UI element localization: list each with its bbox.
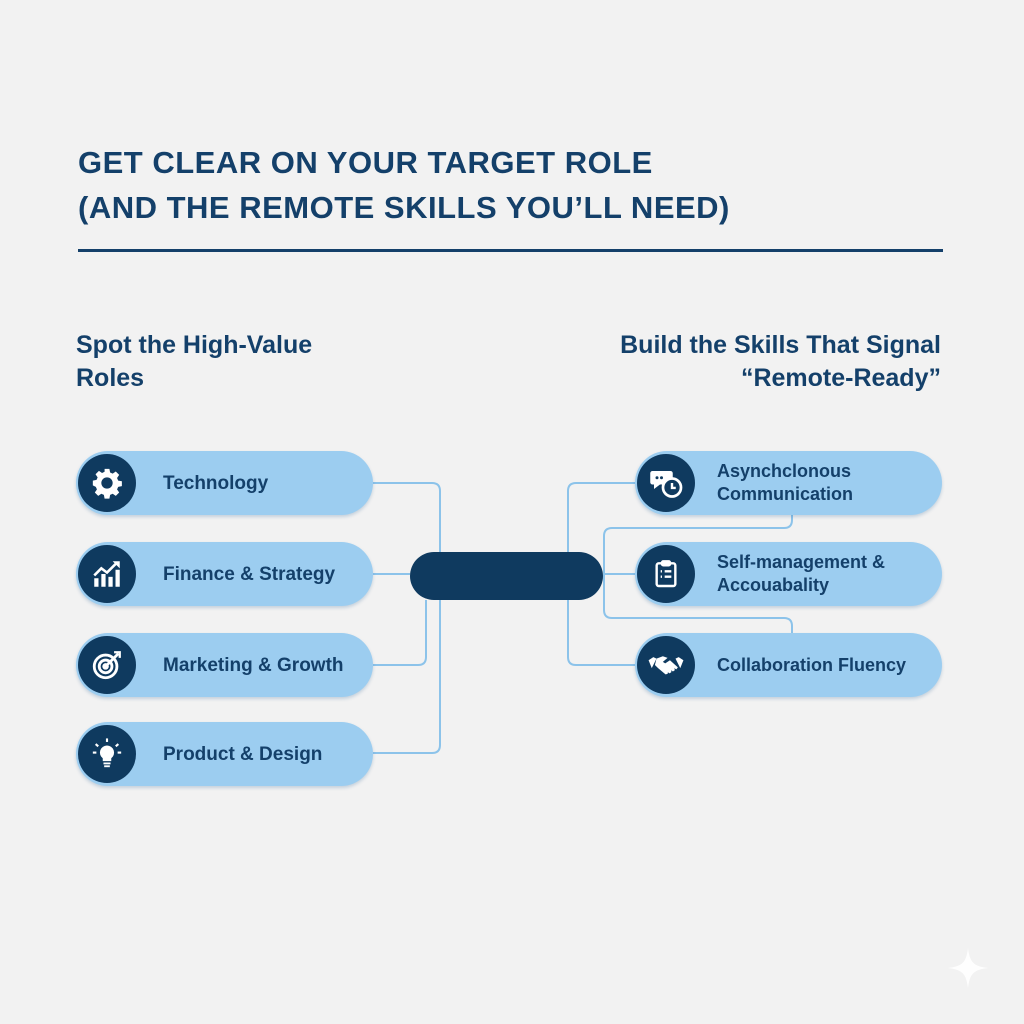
skill-self-management: Self-management & Accouabality <box>635 542 942 606</box>
role-product-design: Product & Design <box>76 722 373 786</box>
heading-line: Build the Skills That Signal <box>620 331 941 359</box>
skill-collaboration-fluency: Collaboration Fluency <box>635 633 942 697</box>
skill-label-line: Asynchclonous <box>717 461 852 481</box>
heading-line: Spot the High-Value <box>76 331 313 359</box>
chat-clock-icon <box>637 454 695 512</box>
role-finance-strategy: Finance & Strategy <box>76 542 373 606</box>
skill-label: Self-management & Accouabality <box>717 551 885 597</box>
connector-technology <box>373 482 441 754</box>
handshake-icon <box>637 636 695 694</box>
sparkle-icon <box>947 947 989 989</box>
target-icon <box>78 636 136 694</box>
role-technology: Technology <box>76 451 373 515</box>
heading-line: “Remote-Ready” <box>740 364 941 392</box>
lightbulb-icon <box>78 725 136 783</box>
chart-growth-icon <box>78 545 136 603</box>
role-label: Marketing & Growth <box>163 654 344 676</box>
role-marketing-growth: Marketing & Growth <box>76 633 373 697</box>
left-section-heading: Spot the High-Value Roles <box>76 329 312 395</box>
connector-branch-top <box>603 515 793 633</box>
title-line-1: GET CLEAR ON YOUR TARGET ROLE <box>78 145 653 180</box>
right-section-heading: Build the Skills That Signal “Remote-Rea… <box>620 329 941 395</box>
role-label: Finance & Strategy <box>163 563 336 585</box>
role-label: Product & Design <box>163 743 323 765</box>
role-label: Technology <box>163 472 269 494</box>
title-divider <box>78 249 943 252</box>
skill-label-line: Accouabality <box>717 575 830 595</box>
skill-label: Collaboration Fluency <box>717 654 906 677</box>
central-hub <box>410 552 603 600</box>
title-line-2: (AND THE REMOTE SKILLS YOU’LL NEED) <box>78 190 730 225</box>
heading-line: Roles <box>76 364 145 392</box>
page-title: GET CLEAR ON YOUR TARGET ROLE (AND THE R… <box>78 140 730 230</box>
clipboard-icon <box>637 545 695 603</box>
connector-marketing <box>373 600 427 666</box>
gear-icon <box>78 454 136 512</box>
skill-label-line: Collaboration Fluency <box>717 654 907 675</box>
skill-label-line: Self-management & <box>717 552 886 572</box>
skill-label-line: Communication <box>717 484 854 504</box>
